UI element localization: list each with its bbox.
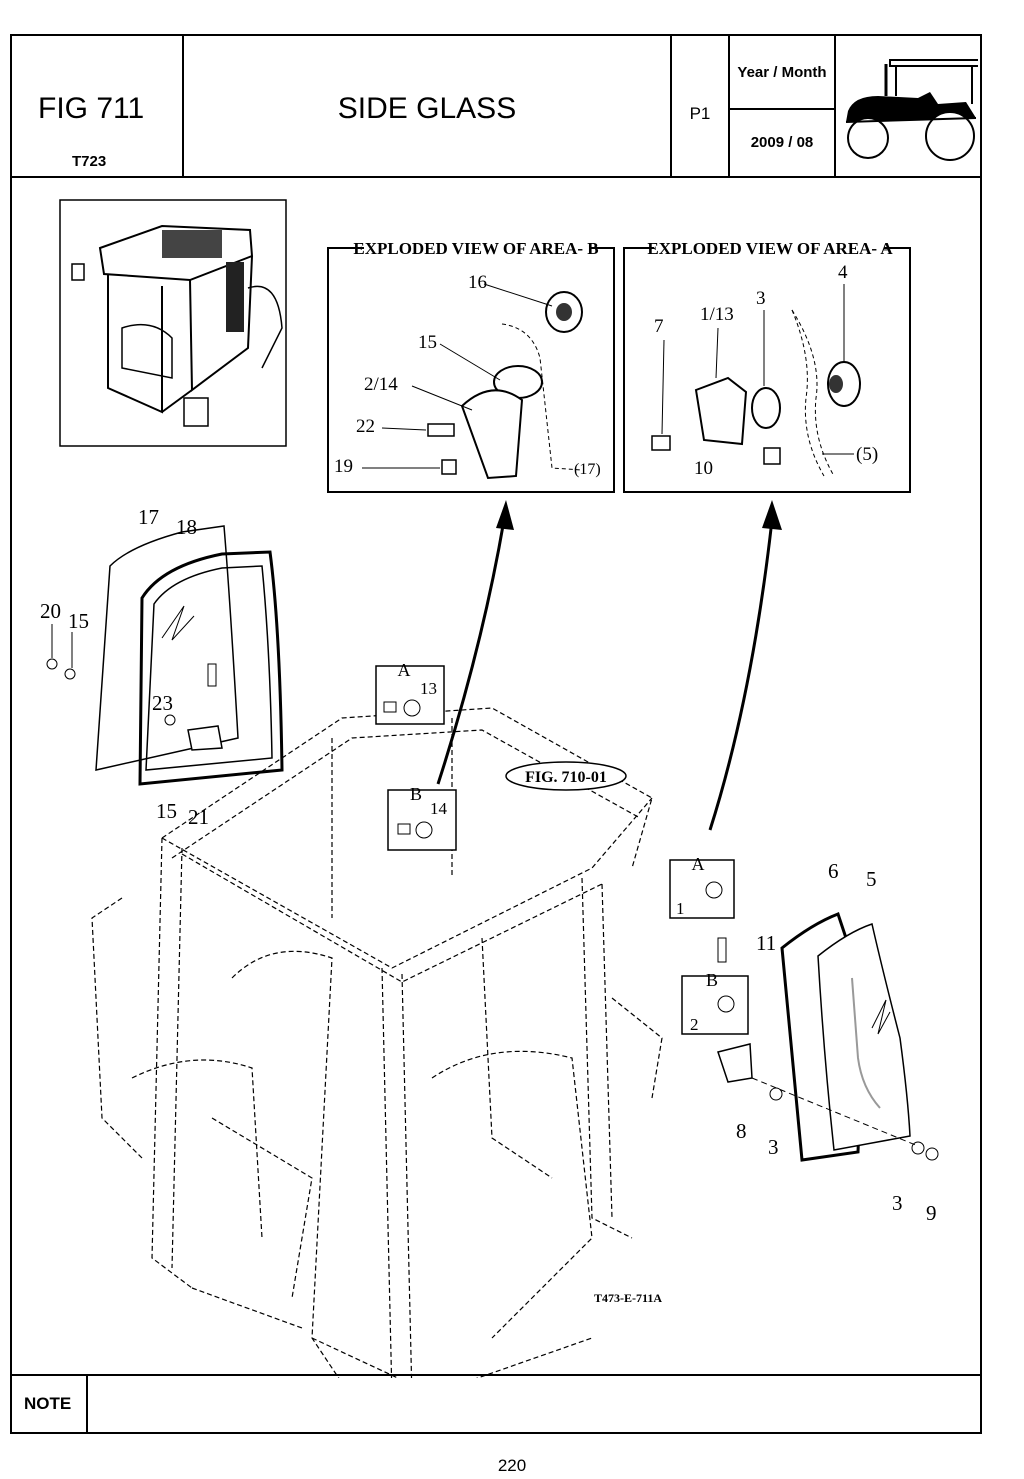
divider bbox=[182, 36, 184, 176]
note-label: NOTE bbox=[24, 1394, 72, 1413]
part-label: (5) bbox=[856, 444, 878, 465]
figure-number: FIG 711 bbox=[38, 92, 145, 125]
model-code: T723 bbox=[72, 153, 107, 170]
title-block: FIG 711 T723 SIDE GLASS P1 Year / Month … bbox=[12, 36, 980, 178]
divider bbox=[86, 1376, 88, 1432]
detail-box-a-1: A 1 bbox=[669, 854, 735, 919]
callout: 11 bbox=[756, 931, 776, 955]
detail-box-a-13: A 13 bbox=[375, 660, 445, 725]
page-number: 220 bbox=[497, 1456, 527, 1475]
figure-reference: FIG. 710-01 bbox=[505, 761, 627, 791]
part-label: 1/13 bbox=[700, 304, 734, 325]
callout: 20 bbox=[40, 599, 61, 623]
divider bbox=[730, 108, 834, 110]
part-label: 7 bbox=[654, 316, 664, 337]
pointer-arrow bbox=[436, 519, 506, 785]
callout: 5 bbox=[866, 867, 877, 891]
divider bbox=[670, 36, 672, 176]
page-title: SIDE GLASS bbox=[337, 92, 517, 125]
pointer-arrow bbox=[762, 500, 782, 530]
exploded-view-area-a: EXPLODED VIEW OF AREA- A 7 1/13 3 4 10 (… bbox=[623, 236, 911, 493]
svg-text:A: A bbox=[398, 660, 411, 680]
divider bbox=[834, 36, 836, 176]
note-section: NOTE bbox=[12, 1374, 980, 1432]
part-label: 4 bbox=[838, 262, 848, 283]
cab-overview-inset bbox=[59, 199, 287, 447]
pointer-arrow bbox=[496, 500, 514, 530]
tractor-icon bbox=[845, 59, 978, 161]
svg-text:B: B bbox=[706, 970, 718, 990]
svg-text:14: 14 bbox=[430, 799, 448, 818]
left-side-glass bbox=[46, 525, 284, 786]
callout: 6 bbox=[828, 859, 839, 883]
part-label: 2/14 bbox=[364, 374, 398, 395]
callout: 15 bbox=[156, 799, 177, 823]
exploded-view-area-b: EXPLODED VIEW OF AREA- B 16 15 2/14 22 1… bbox=[327, 236, 615, 493]
callout: 17 bbox=[138, 505, 159, 529]
part-callouts: 17 18 20 15 23 15 21 6 5 11 8 3 3 9 bbox=[40, 505, 937, 1225]
page-frame: FIG 711 T723 SIDE GLASS P1 Year / Month … bbox=[10, 34, 982, 1434]
callout: 23 bbox=[152, 691, 173, 715]
page-code: P1 bbox=[689, 104, 711, 123]
detail-box-b-2: B 2 bbox=[681, 970, 749, 1035]
part-label: 15 bbox=[418, 332, 437, 353]
svg-text:13: 13 bbox=[420, 679, 437, 698]
part-label: 3 bbox=[756, 288, 766, 309]
svg-text:B: B bbox=[410, 784, 422, 804]
svg-text:A: A bbox=[692, 854, 705, 874]
area-b-title: EXPLODED VIEW OF AREA- B bbox=[353, 239, 598, 258]
part-label: 10 bbox=[694, 458, 713, 479]
year-month-value: 2009 / 08 bbox=[750, 134, 814, 151]
callout: 3 bbox=[892, 1191, 903, 1215]
parts-diagram: EXPLODED VIEW OF AREA- B 16 15 2/14 22 1… bbox=[40, 199, 939, 1378]
callout: 21 bbox=[188, 805, 209, 829]
part-label: 19 bbox=[334, 456, 353, 477]
svg-text:FIG. 710-01: FIG. 710-01 bbox=[525, 769, 607, 786]
right-side-glass bbox=[717, 912, 939, 1162]
pointer-arrow bbox=[708, 519, 774, 831]
year-month-label: Year / Month bbox=[737, 64, 827, 81]
area-a-title: EXPLODED VIEW OF AREA- A bbox=[647, 239, 893, 258]
part-label: 16 bbox=[468, 272, 487, 293]
callout: 18 bbox=[176, 515, 197, 539]
svg-text:2: 2 bbox=[690, 1015, 699, 1034]
drawing-code: T473-E-711A bbox=[594, 1291, 662, 1305]
part-label: (17) bbox=[574, 461, 601, 478]
svg-text:1: 1 bbox=[676, 899, 685, 918]
callout: 3 bbox=[768, 1135, 779, 1159]
cab-frame bbox=[91, 707, 663, 1378]
callout: 15 bbox=[68, 609, 89, 633]
callout: 8 bbox=[736, 1119, 747, 1143]
divider bbox=[728, 36, 730, 176]
callout: 9 bbox=[926, 1201, 937, 1225]
part-label: 22 bbox=[356, 416, 375, 437]
detail-box-b-14: B 14 bbox=[387, 784, 457, 851]
